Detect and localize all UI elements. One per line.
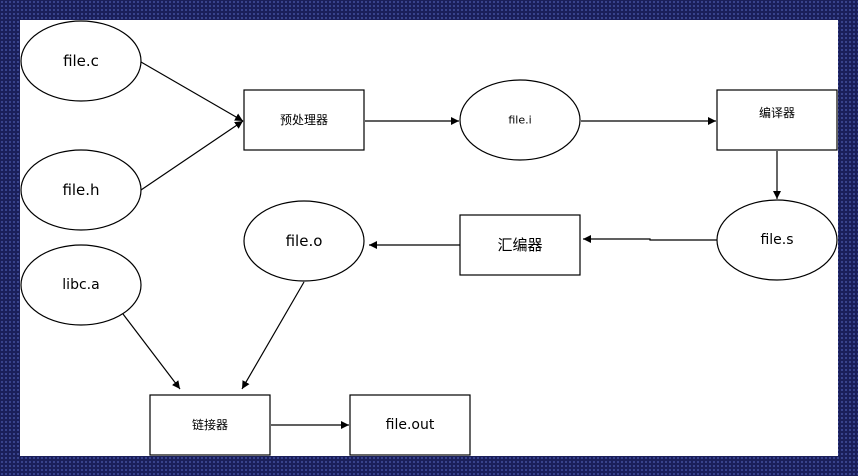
edge-file-o-to-linker: [241, 281, 305, 390]
node-assembler-label: 汇编器: [497, 236, 542, 254]
node-file-i-label: file.i: [508, 114, 531, 127]
node-file-c-label: file.c: [63, 52, 99, 70]
node-preprocessor[interactable]: 预处理器: [243, 89, 365, 151]
node-file-h[interactable]: file.h: [20, 149, 142, 231]
node-compiler-label: 编译器: [759, 105, 795, 120]
node-compiler[interactable]: 编译器: [716, 89, 838, 151]
node-preprocessor-label: 预处理器: [280, 113, 328, 127]
edge-file-c-to-preprocessor: [140, 61, 244, 122]
edge-libc-a-to-linker: [122, 313, 181, 390]
node-assembler[interactable]: 汇编器: [459, 214, 581, 276]
node-file-out[interactable]: file.out: [349, 394, 471, 456]
node-linker[interactable]: 链接器: [149, 394, 271, 456]
node-file-h-label: file.h: [62, 181, 99, 199]
diagram-canvas: [20, 20, 838, 456]
node-file-o[interactable]: file.o: [243, 200, 365, 282]
node-libc-a-label: libc.a: [62, 277, 99, 293]
edge-file-s-to-assembler: [583, 235, 717, 243]
node-file-s-label: file.s: [760, 232, 793, 248]
node-linker-label: 链接器: [192, 417, 228, 432]
node-file-s[interactable]: file.s: [716, 199, 838, 281]
node-libc-a[interactable]: libc.a: [20, 244, 142, 326]
edge-file-h-to-preprocessor: [140, 120, 244, 191]
node-file-out-label: file.out: [386, 417, 435, 433]
node-file-o-label: file.o: [286, 232, 323, 250]
node-file-c[interactable]: file.c: [20, 20, 142, 102]
node-file-i[interactable]: file.i: [459, 79, 581, 161]
